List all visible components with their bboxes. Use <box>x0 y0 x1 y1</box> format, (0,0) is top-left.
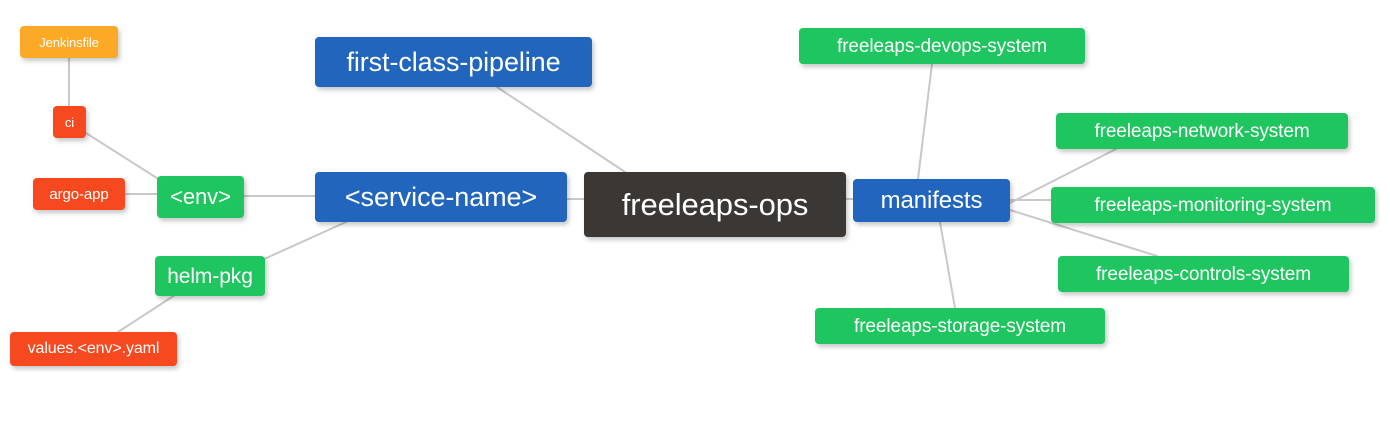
node-label-helm-pkg: helm-pkg <box>167 264 253 288</box>
node-freeleaps-monitoring-system[interactable]: freeleaps-monitoring-system <box>1051 187 1375 223</box>
node-label-first-class-pipeline: first-class-pipeline <box>346 46 561 77</box>
node-ci[interactable]: ci <box>53 106 86 138</box>
edge-helm-pkg-to-values-env-yaml <box>117 292 179 333</box>
node-label-freeleaps-ops: freeleaps-ops <box>621 187 809 222</box>
node-label-ci: ci <box>64 114 75 130</box>
node-label-freeleaps-controls-system: freeleaps-controls-system <box>1095 263 1312 285</box>
node-label-freeleaps-devops-system: freeleaps-devops-system <box>837 35 1047 57</box>
node-first-class-pipeline[interactable]: first-class-pipeline <box>315 37 592 87</box>
edge-service-name-to-helm-pkg <box>261 221 347 261</box>
node-jenkinsfile[interactable]: Jenkinsfile <box>20 26 118 58</box>
edge-first-class-pipeline-to-freeleaps-ops <box>496 86 626 173</box>
edge-manifests-to-freeleaps-storage-system <box>939 221 956 309</box>
node-label-manifests: manifests <box>880 186 983 214</box>
node-freeleaps-network-system[interactable]: freeleaps-network-system <box>1056 113 1348 149</box>
node-helm-pkg[interactable]: helm-pkg <box>155 256 265 296</box>
node-service-name[interactable]: <service-name> <box>315 172 567 222</box>
edge-ci-to-env <box>85 132 161 181</box>
node-label-values-env-yaml: values.<env>.yaml <box>27 340 160 357</box>
node-argo-app[interactable]: argo-app <box>33 178 125 210</box>
node-label-freeleaps-network-system: freeleaps-network-system <box>1094 120 1310 142</box>
node-label-freeleaps-storage-system: freeleaps-storage-system <box>854 315 1066 337</box>
node-label-service-name: <service-name> <box>344 181 538 212</box>
node-label-env: <env> <box>170 184 231 209</box>
node-env[interactable]: <env> <box>157 176 244 218</box>
node-freeleaps-devops-system[interactable]: freeleaps-devops-system <box>799 28 1085 64</box>
node-label-argo-app: argo-app <box>49 185 109 203</box>
node-freeleaps-ops[interactable]: freeleaps-ops <box>584 172 846 237</box>
node-freeleaps-controls-system[interactable]: freeleaps-controls-system <box>1058 256 1349 292</box>
node-manifests[interactable]: manifests <box>853 179 1010 222</box>
node-label-jenkinsfile: Jenkinsfile <box>39 34 99 50</box>
node-label-freeleaps-monitoring-system: freeleaps-monitoring-system <box>1094 194 1332 216</box>
edge-manifests-to-freeleaps-devops-system <box>917 63 933 180</box>
node-values-env-yaml[interactable]: values.<env>.yaml <box>10 332 177 366</box>
node-freeleaps-storage-system[interactable]: freeleaps-storage-system <box>815 308 1105 344</box>
